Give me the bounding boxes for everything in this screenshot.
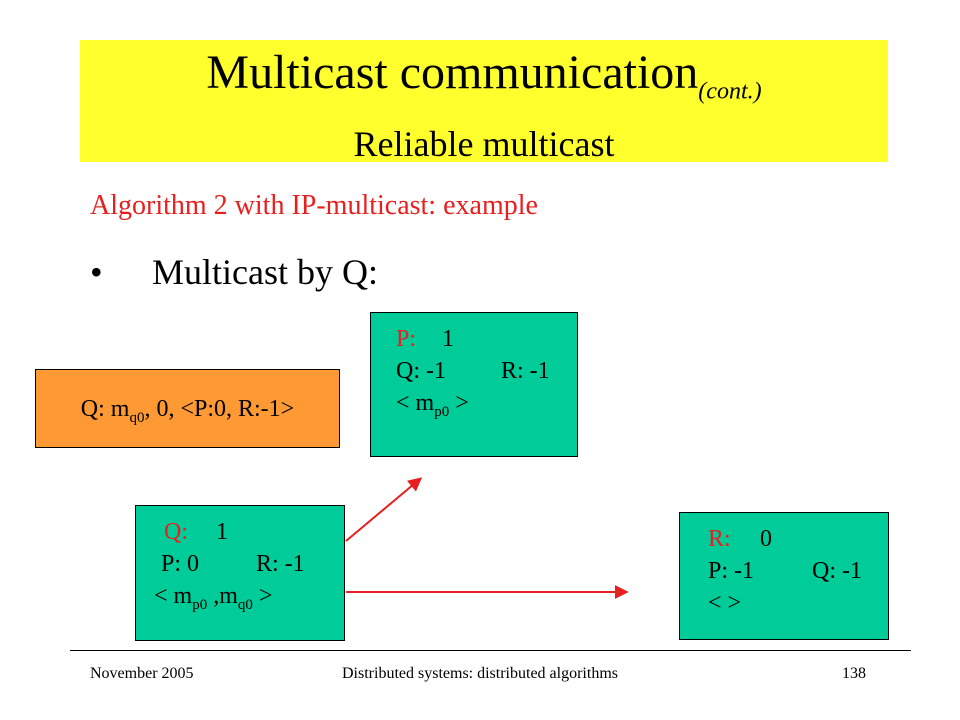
title-banner: Multicast communication(cont.) Reliable … [80, 40, 888, 162]
process-q-value: 1 [216, 519, 228, 545]
slide-title-cont: (cont.) [698, 78, 762, 105]
message-rest: , 0, <P:0, R:-1> [144, 396, 295, 422]
footer-divider [70, 650, 911, 651]
section-heading: Algorithm 2 with IP-multicast: example [90, 190, 538, 221]
process-p-row2b: R: -1 [501, 358, 550, 384]
bullet-item: • Multicast by Q: [90, 252, 378, 292]
slide-title: Multicast communication(cont.) [80, 44, 888, 121]
process-r-box: R: 0 P: -1 Q: -1 < > [679, 512, 889, 640]
process-p-box: P: 1 Q: -1 R: -1 < mp0 > [370, 312, 578, 457]
process-q-row3: < mp0 ,mq0 > [154, 583, 273, 613]
bullet-text: Multicast by Q: [152, 252, 378, 292]
process-q-label: Q: [164, 519, 188, 545]
arrow-to-p [345, 477, 423, 542]
slide-subtitle: Reliable multicast [353, 124, 615, 164]
slide-title-text: Multicast communication [206, 46, 699, 99]
process-r-label: R: [708, 526, 731, 552]
process-p-row3: < mp0 > [396, 390, 469, 420]
process-r-row2a: P: -1 [708, 558, 755, 584]
process-p-value: 1 [442, 326, 454, 352]
message-prefix: Q: m [80, 396, 130, 422]
bullet-dot: • [90, 252, 103, 292]
footer-date: November 2005 [90, 665, 194, 682]
process-r-row3: < > [708, 590, 742, 616]
message-box: Q: mq0, 0, <P:0, R:-1> [35, 369, 340, 448]
footer-page-number: 138 [842, 665, 866, 682]
process-p-row2a: Q: -1 [396, 358, 446, 384]
process-r-value: 0 [760, 526, 772, 552]
process-q-row2a: P: 0 [161, 551, 200, 577]
footer-course: Distributed systems: distributed algorit… [342, 665, 618, 682]
process-p-label: P: [396, 326, 417, 352]
process-q-box: Q: 1 P: 0 R: -1 < mp0 ,mq0 > [135, 505, 345, 641]
message-sub: q0 [129, 410, 145, 426]
process-q-row2b: R: -1 [256, 551, 305, 577]
process-r-row2b: Q: -1 [812, 558, 862, 584]
